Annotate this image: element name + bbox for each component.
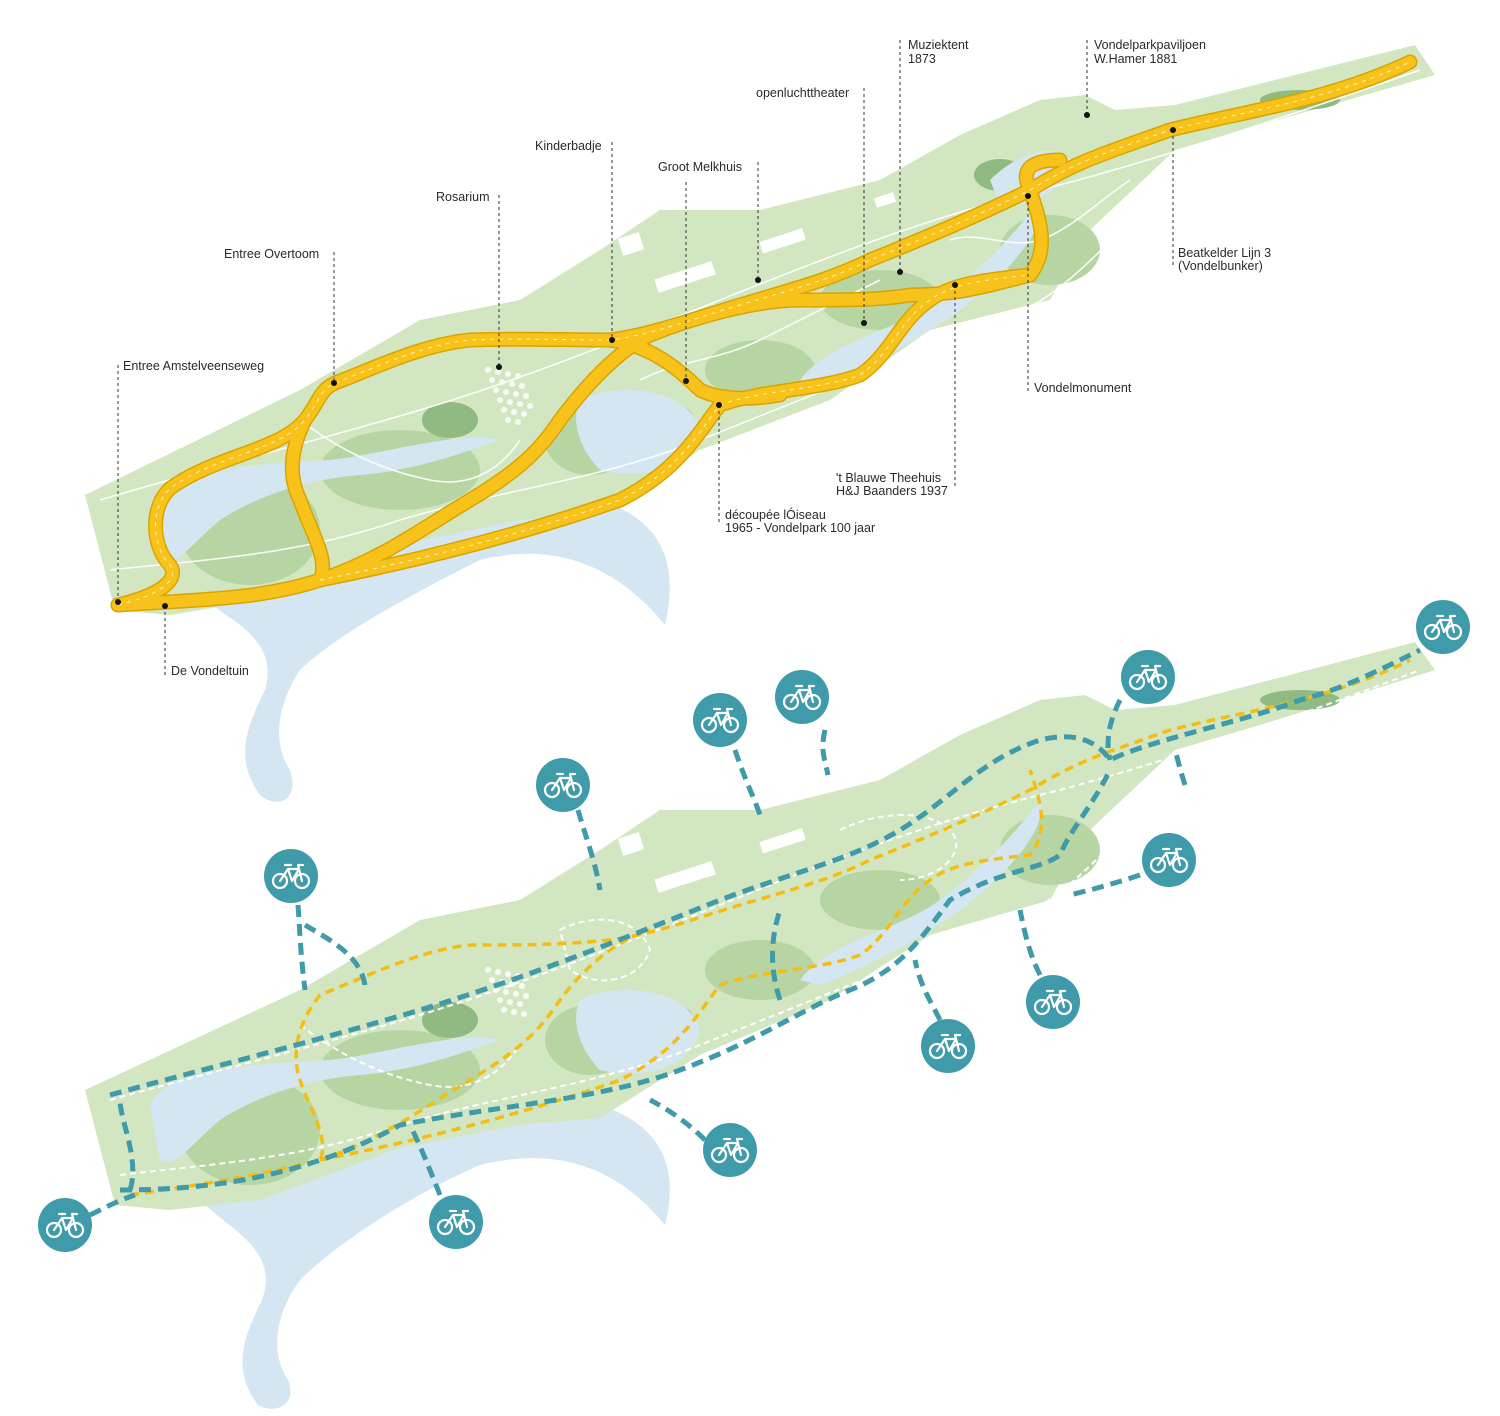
building <box>654 261 716 293</box>
bicycle-icon <box>921 1019 975 1073</box>
rosarium-pattern <box>485 367 533 425</box>
park-path <box>99 69 1421 501</box>
walking-path <box>839 814 958 881</box>
label-blauwe-theehuis-architect: H&J Baanders 1937 <box>836 484 948 498</box>
marker-dot <box>115 599 121 605</box>
building <box>617 832 645 856</box>
pond-centre <box>576 990 700 1074</box>
meadow <box>705 940 815 1000</box>
label-decoupee: découpée lÓiseau <box>725 507 826 522</box>
tree-patch <box>422 402 478 438</box>
bicycle-icon <box>1142 833 1196 887</box>
building <box>617 232 645 256</box>
label-entree-amstelveenseweg: Entree Amstelveenseweg <box>123 359 264 373</box>
building <box>873 192 897 208</box>
walking-path <box>299 1024 521 1088</box>
building <box>654 861 716 893</box>
walking-path <box>109 669 1421 1101</box>
marker-dot <box>952 282 958 288</box>
label-muziektent-year: 1873 <box>908 52 936 66</box>
label-entree-overtoom: Entree Overtoom <box>224 247 319 261</box>
label-muziektent: Muziektent <box>908 38 969 52</box>
walking-path <box>119 804 1151 1176</box>
meadow <box>820 870 940 930</box>
label-blauwe-theehuis: 't Blauwe Theehuis <box>836 471 941 485</box>
tree-patch <box>422 1002 478 1038</box>
bicycle-icon <box>38 1198 92 1252</box>
marker-dot <box>162 603 168 609</box>
building <box>759 228 806 254</box>
label-de-vondeltuin: De Vondeltuin <box>171 664 249 678</box>
label-openluchttheater: openluchttheater <box>756 86 849 100</box>
pond-west <box>150 1037 500 1163</box>
rosarium-pattern <box>485 967 529 1017</box>
bicycle-icon <box>775 670 829 724</box>
marker-dot <box>716 402 722 408</box>
bike-icons <box>38 600 1470 1252</box>
label-vondelparkpaviljoen-architect: W.Hamer 1881 <box>1094 52 1177 66</box>
marker-dot <box>1170 127 1176 133</box>
label-decoupee-year: 1965 - Vondelpark 100 jaar <box>725 521 875 535</box>
bike-route <box>109 647 1422 1193</box>
label-kinderbadje: Kinderbadje <box>535 139 602 153</box>
pond-centre <box>576 390 700 474</box>
bottom-map <box>38 600 1470 1409</box>
marker-dot <box>496 364 502 370</box>
bicycle-icon <box>1416 600 1470 654</box>
marker-dot <box>755 277 761 283</box>
pond-west <box>150 437 500 563</box>
yellow-dashed-route <box>129 658 1411 1197</box>
bike-connectors <box>88 698 1188 1218</box>
walking-path <box>558 918 652 982</box>
marker-dot <box>331 380 337 386</box>
marker-dot <box>683 378 689 384</box>
bicycle-icon <box>703 1123 757 1177</box>
park-path <box>299 419 521 483</box>
bicycle-icon <box>1121 650 1175 704</box>
pond-east <box>800 800 1042 985</box>
marker-dot <box>861 320 867 326</box>
marker-dot <box>609 337 615 343</box>
bicycle-icon <box>429 1195 483 1249</box>
marker-dot <box>1084 112 1090 118</box>
bicycle-icon <box>1026 975 1080 1029</box>
label-vondelparkpaviljoen: Vondelparkpaviljoen <box>1094 38 1206 52</box>
pond-east <box>800 200 1042 385</box>
bicycle-icon <box>693 693 747 747</box>
bicycle-icon <box>264 849 318 903</box>
marker-dot <box>1025 193 1031 199</box>
label-rosarium: Rosarium <box>436 190 490 204</box>
label-beatkelder-sub: (Vondelbunker) <box>1178 259 1263 273</box>
label-beatkelder: Beatkelder Lijn 3 <box>1178 246 1271 260</box>
building <box>759 828 806 854</box>
landmark-labels: Entree Amstelveenseweg Entree Overtoom R… <box>115 38 1271 678</box>
label-groot-melkhuis: Groot Melkhuis <box>658 160 742 174</box>
bicycle-icon <box>536 758 590 812</box>
label-vondelmonument: Vondelmonument <box>1034 381 1132 395</box>
top-map: Entree Amstelveenseweg Entree Overtoom R… <box>85 38 1435 802</box>
marker-dot <box>897 269 903 275</box>
